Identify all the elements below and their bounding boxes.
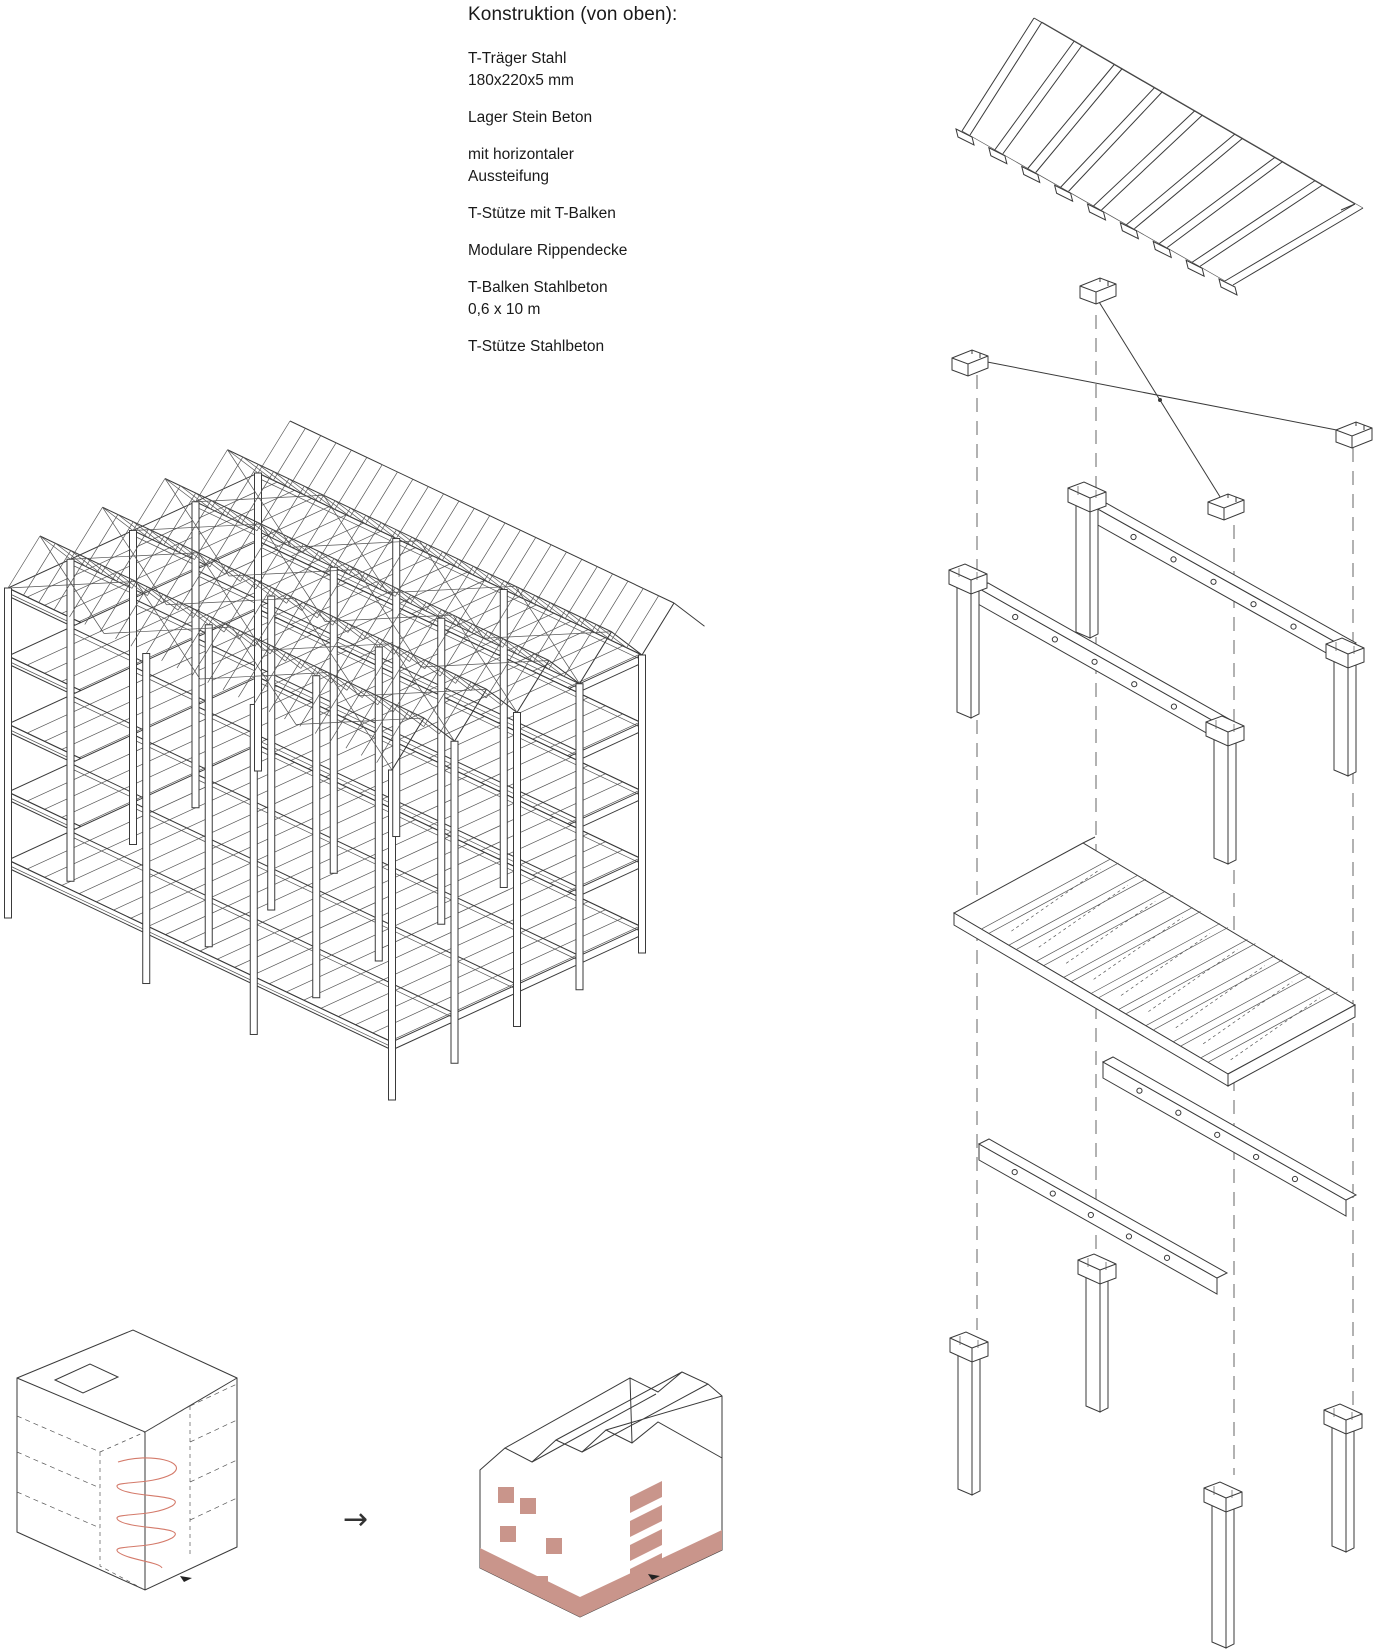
floor-beam	[257, 472, 643, 656]
lower-t-column	[1203, 1481, 1243, 1649]
legend-item-line1: Modulare Rippendecke	[468, 242, 628, 259]
legend-item-line1: T-Stütze mit T-Balken	[468, 205, 616, 222]
upper-t-column	[1205, 715, 1245, 865]
steel-roof-truss	[955, 17, 1364, 296]
upper-t-column	[1067, 481, 1107, 639]
legend-title: Konstruktion (von oben):	[468, 4, 678, 25]
column	[374, 646, 383, 962]
legend-item-line1: T-Träger Stahl	[468, 50, 567, 67]
upper-t-beam-front	[976, 582, 1238, 745]
slab-rib	[1118, 939, 1248, 1010]
steel-t-girder	[1185, 180, 1324, 278]
legend-item-concrete-t-column: T-Stütze Stahlbeton	[468, 336, 788, 358]
slab-rib	[1173, 971, 1303, 1043]
legend-item-horizontal-bracing: mit horizontaler Aussteifung	[468, 144, 788, 188]
column	[4, 587, 12, 919]
column	[329, 566, 338, 874]
column	[499, 588, 508, 888]
slab-rib	[1036, 890, 1166, 962]
slab-rib	[1008, 874, 1138, 946]
column	[638, 654, 646, 954]
slab-rib	[1200, 987, 1330, 1059]
legend-item-t-column-with-beam: T-Stütze mit T-Balken	[468, 203, 788, 225]
concrete-t-beams	[977, 1056, 1358, 1295]
circulation-spiral	[116, 1457, 177, 1569]
concept-diagram-after	[479, 1371, 723, 1618]
column	[142, 653, 151, 985]
bearing-stone	[1207, 493, 1245, 521]
legend-item-line1: mit horizontaler	[468, 146, 574, 163]
bearing-stone	[951, 349, 989, 377]
column	[66, 558, 75, 882]
legend-item-ribbed-slab: Modulare Rippendecke	[468, 240, 788, 262]
building-structure-axonometric	[4, 420, 705, 1101]
legend-item-line1: T-Stütze Stahlbeton	[468, 338, 605, 355]
upper-t-column	[1325, 637, 1365, 777]
column	[312, 675, 321, 999]
column	[450, 740, 459, 1064]
lower-t-beam-front	[977, 1138, 1229, 1295]
window-openings	[498, 1481, 662, 1586]
steel-t-girder	[1053, 87, 1163, 203]
lower-t-column	[1323, 1403, 1363, 1553]
slab-rib	[1090, 923, 1221, 994]
transformation-arrow: →	[343, 1502, 368, 1537]
floor-beam	[7, 859, 393, 1043]
bearing-stone	[1335, 421, 1373, 449]
steel-t-girder	[1086, 110, 1203, 221]
slab-rib	[1145, 955, 1275, 1027]
column	[254, 472, 262, 772]
slab-rib	[981, 858, 1111, 930]
legend-item-line2: 0,6 x 10 m	[468, 301, 541, 318]
lower-t-column	[1077, 1253, 1117, 1413]
legend-item-line1: Lager Stein Beton	[468, 109, 593, 126]
bearing-stones-with-bracing	[951, 277, 1373, 521]
column	[267, 595, 276, 911]
legend-item-line2: 180x220x5 mm	[468, 72, 574, 89]
steel-t-girder	[1218, 203, 1364, 296]
upper-t-beam-back	[1094, 502, 1358, 665]
column	[204, 624, 213, 948]
slab-edge	[1227, 1004, 1356, 1087]
roof-ridge	[289, 420, 675, 604]
bearing-stone	[1079, 277, 1117, 305]
exploded-assembly	[948, 17, 1373, 1649]
steel-t-girder	[1021, 64, 1123, 184]
slab-rib	[1063, 907, 1193, 978]
legend-item-steel-beam: T-Träger Stahl 180x220x5 mm	[468, 48, 788, 92]
legend-item-line1: T-Balken Stahlbeton	[468, 279, 608, 296]
steel-t-girder	[1119, 133, 1243, 240]
column	[191, 501, 200, 809]
column	[392, 538, 401, 838]
steel-t-girder	[1152, 157, 1284, 259]
column	[575, 683, 584, 991]
t-columns-with-t-beams	[948, 481, 1365, 865]
lower-t-column	[949, 1331, 989, 1496]
construction-legend: Konstruktion (von oben): T-Träger Stahl …	[468, 4, 788, 373]
steel-t-girder	[955, 17, 1043, 146]
modular-ribbed-slab	[952, 836, 1357, 1087]
concrete-t-columns	[949, 1253, 1363, 1649]
upper-t-column	[948, 563, 988, 719]
legend-item-line2: Aussteifung	[468, 168, 549, 185]
column	[129, 530, 137, 845]
concept-diagram-before	[16, 1329, 238, 1591]
column	[437, 617, 446, 925]
steel-t-girder	[988, 40, 1083, 165]
lower-t-beam-back	[1101, 1056, 1358, 1217]
legend-item-concrete-t-beam: T-Balken Stahlbeton 0,6 x 10 m	[468, 277, 788, 321]
alignment-dashed-lines	[976, 315, 1354, 1475]
column	[513, 712, 521, 1027]
legend-item-bearing-stone: Lager Stein Beton	[468, 107, 788, 129]
